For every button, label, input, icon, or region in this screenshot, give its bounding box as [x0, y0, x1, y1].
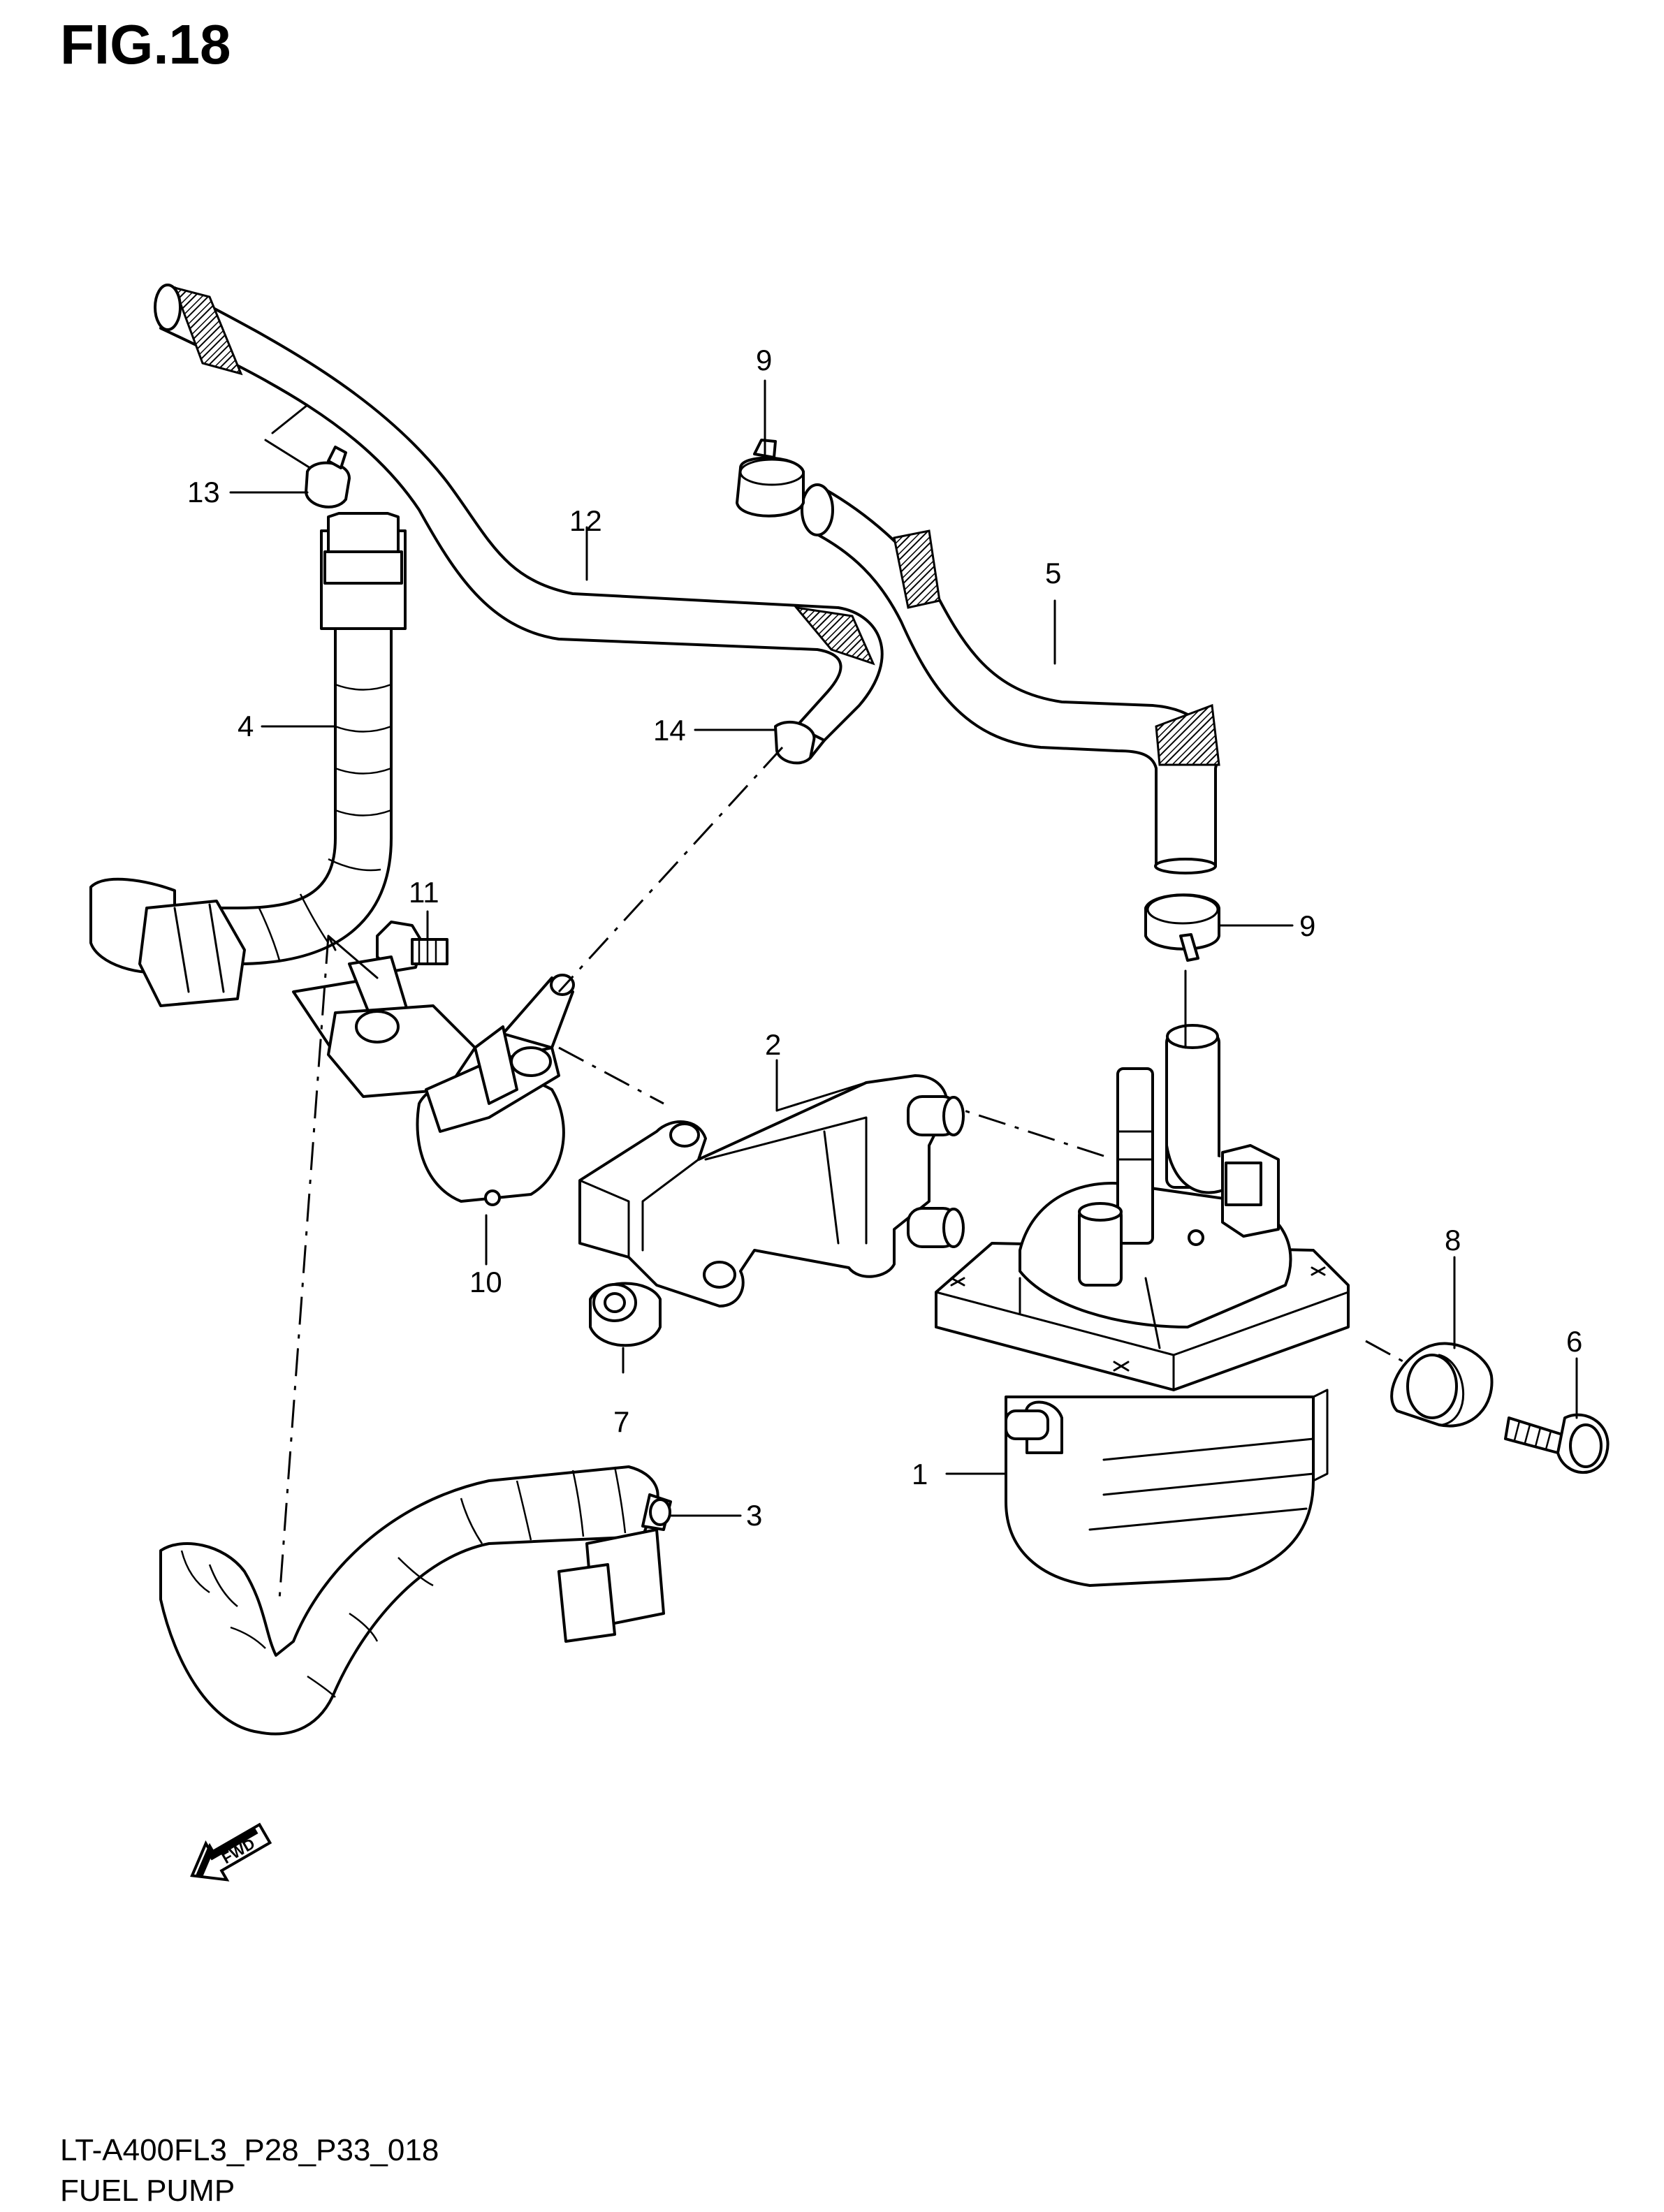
bracket-2 — [578, 1074, 965, 1308]
callout-4: 4 — [238, 710, 254, 742]
callout-13: 13 — [187, 476, 220, 508]
hose-5 — [801, 483, 1220, 874]
callout-2: 2 — [765, 1028, 781, 1061]
callout-9-bottom: 9 — [1299, 909, 1315, 942]
callout-10: 10 — [469, 1266, 502, 1298]
diagram-code: LT-A400FL3_P28_P33_018 — [60, 2133, 439, 2167]
fuel-pump-1 — [935, 1024, 1350, 1587]
callout-9-top: 9 — [756, 344, 772, 376]
callout-8: 8 — [1445, 1224, 1461, 1257]
grommet-7 — [589, 1282, 662, 1347]
callout-7: 7 — [613, 1405, 629, 1438]
callout-14: 14 — [653, 714, 686, 747]
grommet-8 — [1390, 1342, 1494, 1428]
leader-lines — [229, 379, 1578, 1517]
callout-3: 3 — [746, 1499, 762, 1532]
callout-12: 12 — [569, 504, 602, 537]
clamp-13 — [264, 379, 351, 508]
callout-5: 5 — [1045, 557, 1061, 589]
forward-arrow-icon: FWD — [190, 1822, 272, 1882]
callout-11: 11 — [409, 876, 439, 909]
hose-3 — [159, 1465, 672, 1736]
clamp-14 — [774, 720, 816, 765]
figure-title: FIG.18 — [60, 13, 231, 75]
callout-labels: 1 2 3 4 5 6 7 8 9 9 10 11 12 13 14 — [187, 344, 1582, 1532]
callout-6: 6 — [1566, 1325, 1582, 1358]
screw-6 — [1504, 1413, 1610, 1474]
assembly-lines — [278, 746, 1405, 1600]
clamp-9-bottom — [1144, 893, 1220, 962]
diagram-name: FUEL PUMP — [60, 2174, 235, 2208]
valve-10 — [292, 955, 575, 1206]
callout-1: 1 — [912, 1458, 928, 1490]
clamp-9-top — [736, 439, 805, 518]
hose-12 — [154, 284, 884, 759]
hose-4 — [89, 512, 407, 1007]
